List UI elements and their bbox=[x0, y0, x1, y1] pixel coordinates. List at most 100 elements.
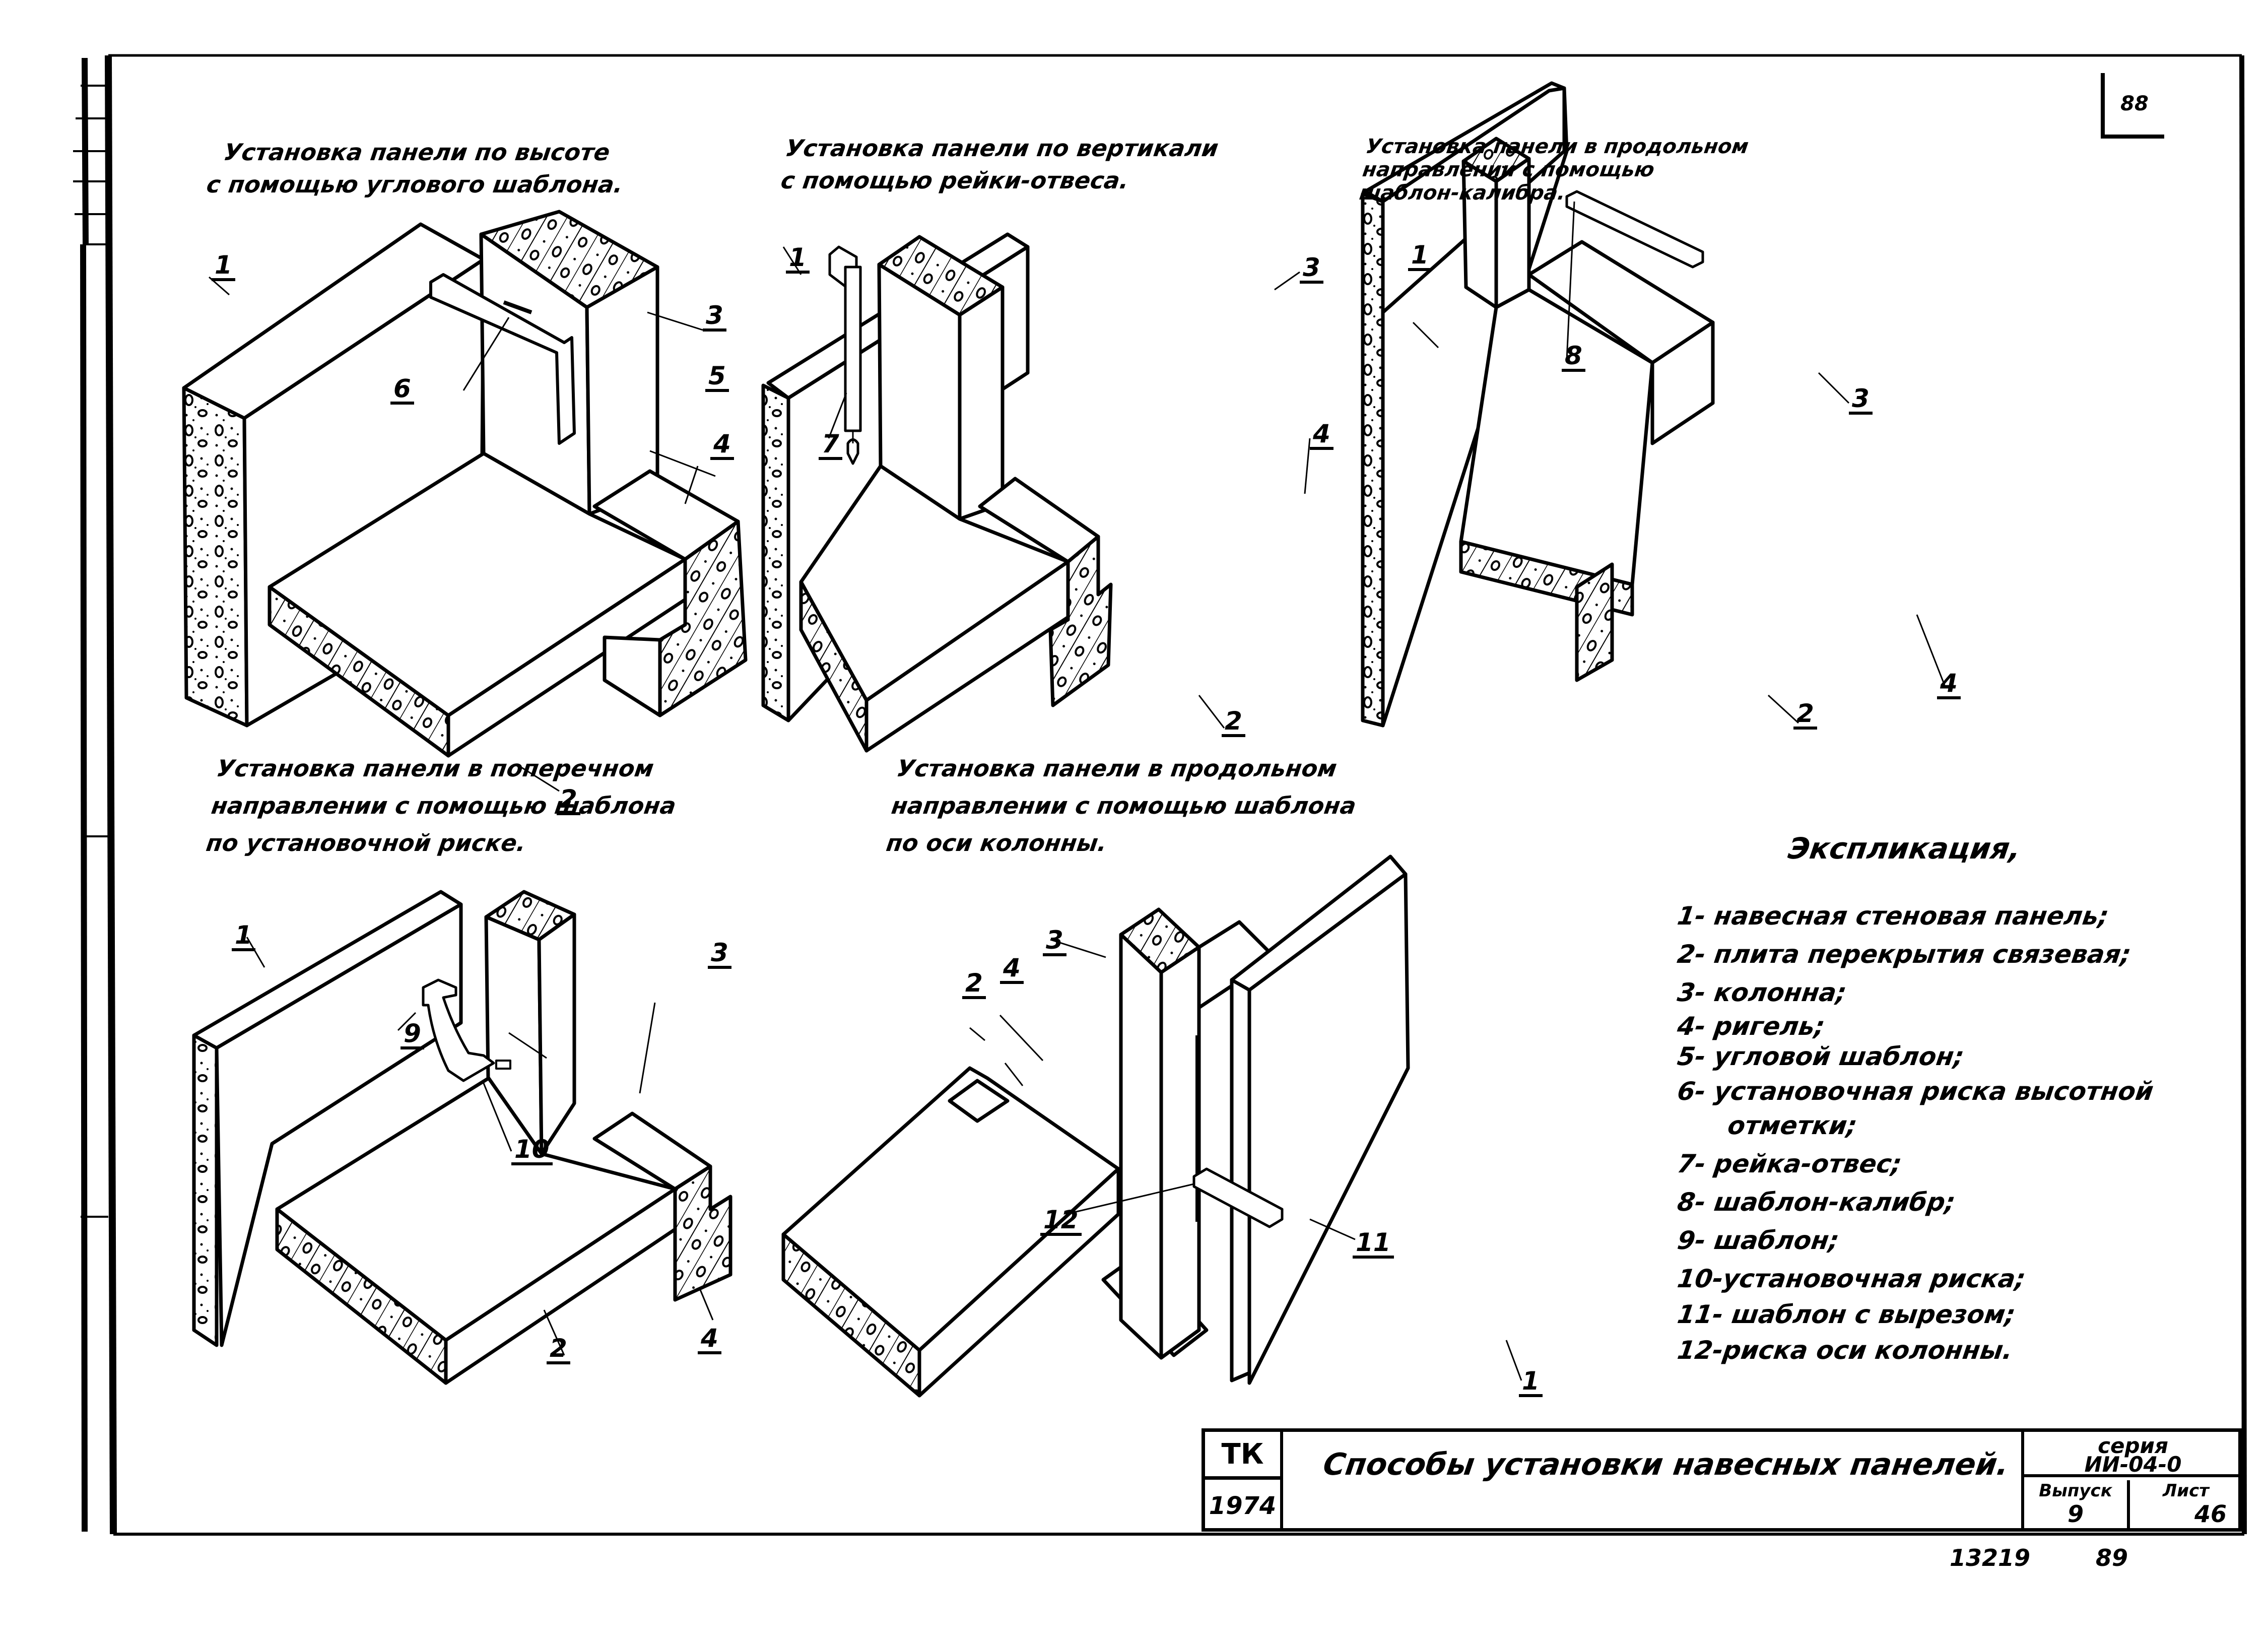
callout-4: 4 bbox=[1000, 955, 1024, 984]
callout-9: 9 bbox=[401, 1020, 424, 1049]
caption-line: направлении с помощью шаблона bbox=[890, 792, 1358, 819]
rigel-top bbox=[948, 1079, 1010, 1123]
title-block-year: 1974 bbox=[1205, 1480, 1283, 1532]
series-value: ИИ-04-0 bbox=[2024, 1452, 2242, 1477]
title-block-meta: серия ИИ-04-0 Выпуск 9 Лист 46 bbox=[2021, 1432, 2242, 1528]
callout-4: 4 bbox=[1937, 670, 1961, 699]
legend-item-continuation: отметки; bbox=[1725, 1111, 1859, 1140]
figure-3-drawing bbox=[1361, 81, 1946, 728]
callout-4: 4 bbox=[698, 1325, 721, 1354]
page-number-box: 88 bbox=[2101, 73, 2164, 139]
column-right-face bbox=[537, 912, 576, 1156]
plumb-rail bbox=[844, 266, 862, 432]
page-number: 88 bbox=[2120, 92, 2149, 115]
caption-line: Установка панели в поперечном bbox=[215, 755, 656, 782]
caption-line: по оси колонны. bbox=[884, 829, 1109, 857]
plumb-bob bbox=[846, 438, 859, 465]
floor-slab-side bbox=[446, 557, 687, 758]
issue-value: 9 bbox=[2067, 1500, 2084, 1528]
order-number: 13219 bbox=[1950, 1544, 2031, 1571]
figure-4-caption: Установка панели в поперечном направлени… bbox=[204, 750, 684, 862]
figure-1-drawing bbox=[182, 210, 748, 792]
legend-item: 3- колонна; bbox=[1675, 978, 1849, 1007]
callout-3: 3 bbox=[708, 940, 731, 969]
caption-line: Установка панели в продольном bbox=[895, 755, 1339, 782]
callout-3: 3 bbox=[1300, 254, 1323, 284]
rigel-side bbox=[1650, 320, 1715, 445]
figure-3-caption: Установка панели в продольном направлени… bbox=[1358, 135, 1750, 205]
callout-3: 3 bbox=[1043, 927, 1066, 956]
callout-7: 7 bbox=[819, 431, 842, 460]
legend-item: 7- рейка-отвес; bbox=[1675, 1149, 1904, 1178]
callout-1: 1 bbox=[232, 922, 255, 951]
legend-item: 2- плита перекрытия связевая; bbox=[1675, 940, 2133, 969]
floor-slab-side bbox=[444, 1187, 677, 1385]
callout-12: 12 bbox=[1040, 1207, 1082, 1236]
issue-label: Выпуск bbox=[2039, 1481, 2112, 1501]
callout-1: 1 bbox=[1408, 242, 1432, 271]
callout-2: 2 bbox=[1793, 700, 1817, 730]
rigel-end bbox=[1575, 562, 1614, 682]
callout-11: 11 bbox=[1353, 1229, 1394, 1259]
caption-line: с помощью углового шаблона. bbox=[205, 171, 625, 198]
leader-lines bbox=[969, 939, 1522, 1381]
legend-item: 12-риска оси колонны. bbox=[1675, 1336, 2015, 1365]
angle-template bbox=[429, 273, 576, 445]
figure-5-caption: Установка панели в продольном направлени… bbox=[884, 750, 1364, 862]
callout-6: 6 bbox=[390, 375, 414, 405]
callout-1: 1 bbox=[212, 252, 235, 281]
column-left-face bbox=[1119, 933, 1163, 1360]
frame-left bbox=[105, 55, 117, 1535]
wall-panel-edge bbox=[1230, 970, 1251, 1382]
callout-5: 5 bbox=[705, 363, 729, 392]
wall-panel-end bbox=[182, 386, 249, 728]
callout-2: 2 bbox=[547, 1335, 570, 1364]
rigel-under bbox=[603, 635, 662, 717]
wall-panel-end bbox=[761, 383, 790, 722]
legend-item: 4- ригель; bbox=[1675, 1012, 1827, 1041]
setting-template bbox=[422, 978, 495, 1082]
legend-title: Экспликация, bbox=[1786, 831, 2023, 866]
callout-3: 3 bbox=[1849, 385, 1873, 415]
sheet-value: 46 bbox=[2194, 1500, 2227, 1528]
drawing-title: Способы установки навесных панелей. bbox=[1321, 1447, 2011, 1482]
sheet-label: Лист bbox=[2163, 1481, 2209, 1501]
floor-slab-top bbox=[275, 1076, 677, 1342]
caption-line: направлении с помощью шаблона bbox=[210, 792, 678, 819]
legend: 1- навесная стеновая панель; 2- плита пе… bbox=[1675, 897, 2156, 1369]
callout-2: 2 bbox=[962, 970, 986, 999]
figure-1-caption: Установка панели по высоте с помощью угл… bbox=[205, 136, 630, 201]
callout-2: 2 bbox=[1222, 708, 1245, 737]
cutout-template bbox=[1192, 1167, 1284, 1228]
legend-item: 6- установочная риска высотной bbox=[1675, 1077, 2156, 1106]
floor-slab-side bbox=[864, 560, 1070, 753]
callout-1: 1 bbox=[786, 244, 810, 274]
leader-lines bbox=[246, 937, 714, 1356]
figure-5-drawing bbox=[781, 854, 1522, 1398]
sheet-frame bbox=[73, 54, 2247, 1536]
height-mark bbox=[503, 300, 532, 314]
callout-3: 3 bbox=[703, 302, 726, 332]
title-block: ТК 1974 Способы установки навесных панел… bbox=[1202, 1428, 2242, 1532]
callout-10: 10 bbox=[511, 1136, 553, 1165]
wall-panel-face bbox=[215, 902, 463, 1347]
legend-item: 9- шаблон; bbox=[1675, 1226, 1841, 1255]
column-right-face bbox=[1159, 945, 1201, 1360]
legend-item: 1- навесная стеновая панель; bbox=[1675, 901, 2111, 931]
figure-4-drawing bbox=[192, 890, 732, 1385]
figure-2-caption: Установка панели по вертикали с помощью … bbox=[779, 132, 1221, 196]
callout-8: 8 bbox=[1562, 343, 1585, 372]
callout-4: 4 bbox=[710, 431, 734, 460]
caption-line: по установочной риске. bbox=[204, 829, 528, 857]
wall-panel-end bbox=[1361, 192, 1385, 728]
frame-right bbox=[2239, 55, 2247, 1535]
legend-item: 10-установочная риска; bbox=[1675, 1264, 2028, 1293]
issue-cell: Выпуск 9 bbox=[2024, 1480, 2130, 1528]
calibre-template bbox=[1565, 190, 1704, 269]
floor-slab-side bbox=[917, 1167, 1120, 1398]
figure-2-drawing bbox=[761, 232, 1311, 753]
caption-line: Установка панели в продольном bbox=[1364, 135, 1750, 158]
setting-mark bbox=[495, 1060, 511, 1070]
